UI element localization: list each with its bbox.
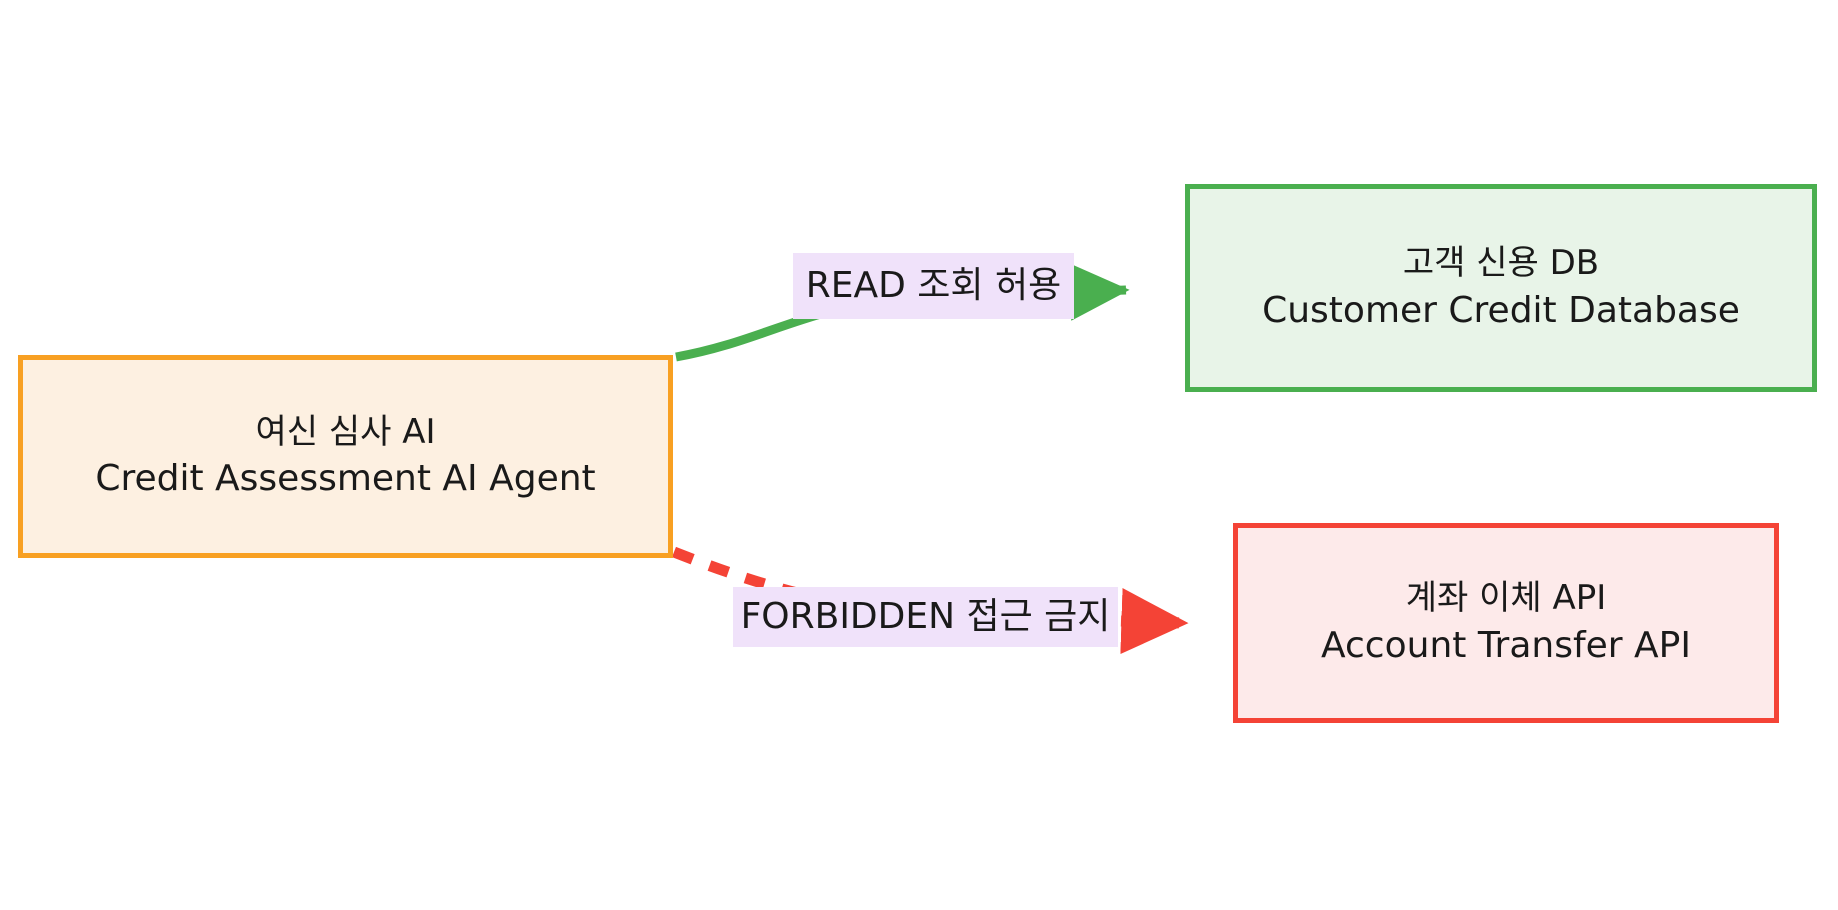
node-database-label-en: Customer Credit Database bbox=[1262, 289, 1740, 331]
edge-label-read: READ 조회 허용 bbox=[793, 253, 1074, 319]
edge-label-forbidden: FORBIDDEN 접근 금지 bbox=[733, 587, 1118, 647]
node-database-label-ko: 고객 신용 DB bbox=[1402, 243, 1600, 284]
node-transfer-api-label-en: Account Transfer API bbox=[1321, 624, 1691, 666]
node-agent-label-ko: 여신 심사 AI bbox=[255, 411, 436, 452]
node-credit-assessment-ai-agent[interactable]: 여신 심사 AI Credit Assessment AI Agent bbox=[18, 355, 673, 558]
node-agent-label-en: Credit Assessment AI Agent bbox=[95, 458, 596, 500]
node-account-transfer-api[interactable]: 계좌 이체 API Account Transfer API bbox=[1233, 523, 1779, 723]
node-transfer-api-label-ko: 계좌 이체 API bbox=[1405, 578, 1607, 619]
node-customer-credit-database[interactable]: 고객 신용 DB Customer Credit Database bbox=[1185, 184, 1817, 392]
